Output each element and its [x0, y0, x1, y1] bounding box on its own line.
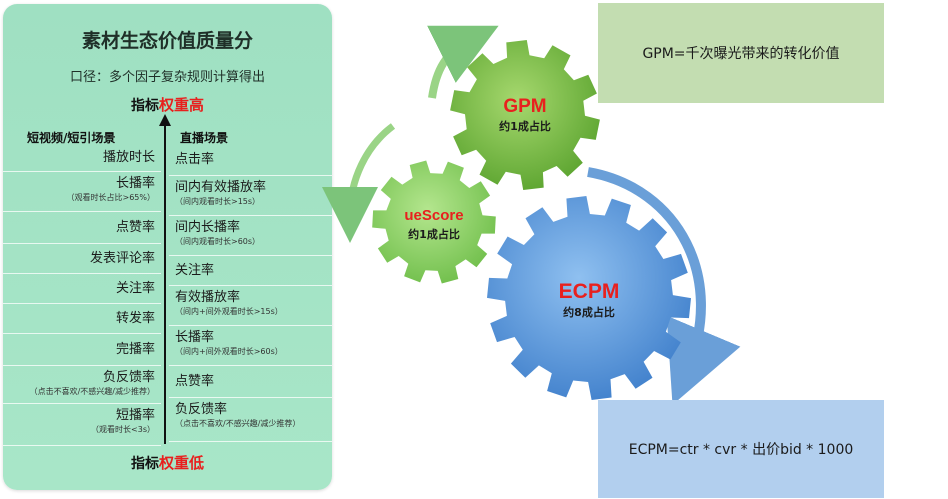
- metric-label: 点赞率: [175, 374, 215, 389]
- metric-label: 播放时长: [102, 150, 155, 165]
- live-header: 直播场景: [180, 131, 229, 145]
- short-video-metric-row: 点赞率: [3, 212, 161, 244]
- gpm-formula-box: GPM=千次曝光带来的转化价值: [598, 3, 884, 103]
- metric-label: 长播率: [175, 330, 215, 345]
- live-metric-row: 有效播放率 （间内+间外观看时长>15s）: [169, 286, 332, 326]
- metric-note: （间内观看时长>15s）: [175, 197, 261, 206]
- metric-label: 关注率: [115, 281, 155, 296]
- ecpm-label: ECPM: [559, 280, 620, 303]
- metric-label: 间内长播率: [175, 220, 241, 235]
- weight-high-label: 指标权重高: [130, 96, 204, 114]
- metric-label: 有效播放率: [175, 290, 241, 305]
- ecpm-formula: ECPM=ctr * cvr * 出价bid * 1000: [628, 442, 854, 458]
- arrow-up-to-gpm: [427, 25, 499, 99]
- live-metric-row: 间内有效播放率 （间内观看时长>15s）: [169, 176, 332, 216]
- live-metric-row: 关注率: [169, 256, 332, 286]
- metric-label: 点赞率: [115, 220, 155, 235]
- uescore-label: ueScore: [404, 207, 463, 224]
- short-video-metric-row: 负反馈率 （点击不喜欢/不感兴趣/减少推荐）: [3, 366, 161, 404]
- metric-note: （间内+间外观看时长>60s）: [175, 347, 283, 356]
- metric-label: 转发率: [115, 311, 155, 326]
- metric-label: 短播率: [115, 408, 155, 423]
- short-video-metric-row: 短播率 （观看时长<3s）: [3, 404, 161, 446]
- ecpm-formula-box: ECPM=ctr * cvr * 出价bid * 1000: [598, 400, 884, 498]
- gpm-share: 约1成占比: [499, 119, 551, 133]
- arrow-down-left: [322, 123, 396, 243]
- gear-ecpm-shape: [487, 196, 691, 400]
- short-video-metric-row: 发表评论率: [3, 244, 161, 274]
- live-metric-row: 负反馈率 （点击不喜欢/不感兴趣/减少推荐）: [169, 398, 332, 442]
- metric-note: （点击不喜欢/不感兴趣/减少推荐）: [175, 419, 301, 428]
- short-video-metric-row: 长播率 （观看时长占比>65%）: [3, 172, 161, 212]
- ecpm-share: 约8成占比: [563, 305, 615, 319]
- gpm-gear: [450, 40, 600, 190]
- metric-label: 点击率: [175, 152, 215, 167]
- short-video-metric-row: 转发率: [3, 304, 161, 334]
- metric-note: （观看时长<3s）: [91, 425, 155, 434]
- live-metric-row: 点赞率: [169, 366, 332, 398]
- uescore-gear: [372, 160, 496, 284]
- live-metric-row: 点击率: [169, 144, 332, 176]
- metric-label: 负反馈率: [102, 370, 155, 385]
- gear-gpm-shape: [450, 40, 600, 190]
- panel-title: 素材生态价值质量分: [81, 30, 253, 52]
- short-video-metric-row: 播放时长: [3, 144, 161, 172]
- weight-low-label: 指标权重低: [130, 454, 204, 472]
- live-metric-row: 间内长播率 （间内观看时长>60s）: [169, 216, 332, 256]
- metric-label: 发表评论率: [89, 251, 155, 266]
- metric-note: （间内+间外观看时长>15s）: [175, 307, 283, 316]
- metric-label: 关注率: [175, 263, 215, 278]
- metric-note: （观看时长占比>65%）: [66, 193, 155, 202]
- uescore-share: 约1成占比: [408, 227, 460, 241]
- gpm-label: GPM: [503, 96, 546, 117]
- ecpm-gear: [487, 196, 691, 400]
- short-video-metric-row: 关注率: [3, 274, 161, 304]
- metric-label: 长播率: [115, 176, 155, 191]
- metric-label: 间内有效播放率: [175, 180, 267, 195]
- metric-note: （点击不喜欢/不感兴趣/减少推荐）: [29, 387, 155, 396]
- weight-axis-arrow: [159, 114, 171, 444]
- weight-low-highlight: 权重低: [158, 454, 204, 472]
- metrics-panel: 素材生态价值质量分 口径：多个因子复杂规则计算得出 指标权重高 短视频/短引场景…: [3, 4, 332, 490]
- gpm-formula: GPM=千次曝光带来的转化价值: [642, 46, 840, 62]
- weight-high-highlight: 权重高: [158, 96, 204, 114]
- metric-note: （间内观看时长>60s）: [175, 237, 261, 246]
- short-video-metric-row: 完播率: [3, 334, 161, 366]
- panel-subtitle: 口径：多个因子复杂规则计算得出: [69, 70, 265, 85]
- short-video-header: 短视频/短引场景: [27, 131, 116, 145]
- gear-ue-shape: [372, 160, 496, 284]
- arrow-blue-curve: [587, 167, 741, 405]
- live-metric-row: 长播率 （间内+间外观看时长>60s）: [169, 326, 332, 366]
- metric-label: 完播率: [115, 342, 155, 357]
- metric-label: 负反馈率: [175, 402, 228, 417]
